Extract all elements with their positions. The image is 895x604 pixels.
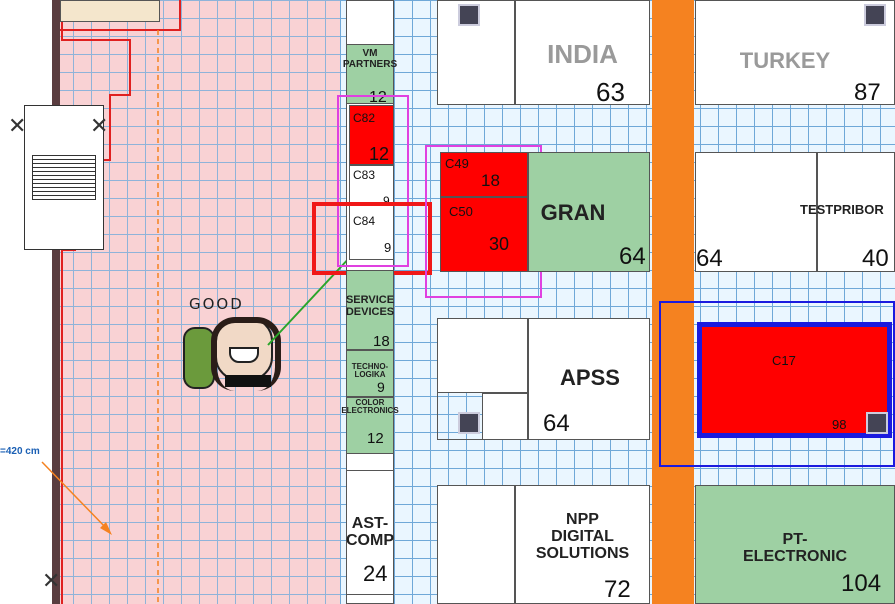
booth-gran[interactable]: GRAN 64 bbox=[528, 152, 650, 272]
booth-c17[interactable]: C17 98 bbox=[697, 322, 892, 438]
booth-india-name: INDIA bbox=[547, 39, 618, 69]
booth-color-electronics[interactable]: COLOR ELECTRONICS 12 bbox=[341, 397, 399, 454]
booth-color-electronics-name: COLOR ELECTRONICS bbox=[341, 398, 399, 416]
booth-vm-partners-size: 12 bbox=[369, 89, 387, 106]
stair-marker-top-right: ✕ bbox=[90, 113, 109, 138]
booth-ast-comp-name: AST- COMP bbox=[346, 515, 394, 549]
top-left-block bbox=[60, 0, 160, 22]
booth-india-size: 63 bbox=[596, 77, 625, 107]
booth-c49-code: C49 bbox=[445, 156, 469, 171]
booth-testpribor-size: 40 bbox=[862, 245, 889, 272]
booth-turkey-size: 87 bbox=[854, 79, 881, 106]
column-pillar-icon bbox=[458, 4, 480, 26]
booth-unnamed-64[interactable]: 64 bbox=[695, 152, 817, 272]
booth-service-devices-size: 18 bbox=[373, 333, 390, 350]
booth-npp[interactable]: NPP DIGITAL SOLUTIONS 72 bbox=[515, 485, 650, 604]
left-wall bbox=[0, 0, 55, 604]
booth-c82-code: C82 bbox=[353, 111, 376, 125]
booth-apss-size-display: 64 bbox=[543, 410, 570, 437]
frame-red-highlight bbox=[312, 202, 432, 275]
apss-inner-white bbox=[528, 318, 650, 440]
booth-c17-code: C17 bbox=[772, 353, 796, 368]
column-pillar-icon bbox=[458, 412, 480, 434]
sticker-body bbox=[225, 375, 271, 387]
booth-c50-code: C50 bbox=[449, 204, 473, 219]
booth-c83-code: C83 bbox=[353, 168, 376, 182]
booth-c50-size: 30 bbox=[489, 234, 510, 254]
booth-gran-name: GRAN bbox=[540, 200, 606, 225]
booth-lower-left-mid[interactable] bbox=[437, 485, 515, 604]
booth-testpribor-name: TESTPRIBOR bbox=[800, 202, 884, 217]
booth-service-devices-name: SERVICE DEVICES bbox=[345, 294, 395, 318]
booth-unnamed-64-size: 64 bbox=[696, 245, 723, 272]
apss-cutout bbox=[482, 393, 528, 440]
scale-note: =420 cm bbox=[0, 446, 40, 457]
booth-c17-size: 98 bbox=[832, 417, 847, 432]
booth-turkey-name: TURKEY bbox=[739, 48, 831, 73]
booth-c83[interactable]: C83 9 bbox=[349, 165, 394, 208]
sticker-hair bbox=[211, 317, 281, 391]
stair-icon bbox=[32, 155, 96, 200]
booth-ast-comp-size: 24 bbox=[363, 561, 388, 586]
booth-c83-size: 9 bbox=[383, 194, 390, 208]
sticker-text: GOOD bbox=[189, 295, 244, 313]
booth-vm-partners-name: VM PARTNERS bbox=[342, 48, 398, 70]
frame-blue-outer bbox=[659, 301, 895, 467]
booth-c84[interactable]: C84 9 bbox=[349, 205, 394, 260]
booth-gran-size: 64 bbox=[619, 243, 646, 270]
booth-technologika[interactable]: TECHNO- LOGIKA 9 bbox=[346, 350, 394, 397]
good-sticker: GOOD bbox=[175, 295, 281, 391]
pink-zone bbox=[55, 0, 340, 604]
booth-c84-code: C84 bbox=[353, 214, 376, 228]
booth-turkey[interactable]: TURKEY 87 bbox=[695, 0, 895, 106]
booth-c82[interactable]: C82 12 bbox=[349, 105, 394, 165]
apss-left-block bbox=[437, 318, 528, 393]
booth-color-electronics-size: 12 bbox=[367, 430, 384, 447]
booth-technologika-name: TECHNO- LOGIKA bbox=[351, 362, 389, 380]
column-pillar-icon bbox=[864, 4, 886, 26]
booth-pt-electronic[interactable]: PT- ELECTRONIC 104 bbox=[695, 485, 895, 604]
floor-marker-bottom: ✕ bbox=[42, 568, 61, 593]
booth-apss-name-display: APSS bbox=[560, 365, 620, 390]
booth-india[interactable]: INDIA 63 bbox=[515, 0, 650, 107]
wall-dark-band bbox=[52, 0, 60, 604]
booth-ast-comp[interactable]: AST- COMP 24 bbox=[346, 470, 394, 595]
booth-vm-partners[interactable]: VM PARTNERS 12 bbox=[343, 44, 397, 106]
booth-technologika-size: 9 bbox=[377, 379, 385, 395]
booth-pt-electronic-size: 104 bbox=[841, 570, 882, 597]
column-pillar-icon bbox=[866, 412, 888, 434]
booth-c84-size: 9 bbox=[384, 240, 392, 255]
sticker-mouth bbox=[229, 347, 259, 363]
booth-c82-size: 12 bbox=[369, 144, 390, 164]
stair-marker-top-left: ✕ bbox=[8, 113, 27, 138]
booth-c49-size: 18 bbox=[481, 171, 500, 190]
frame-magenta-small bbox=[337, 95, 409, 267]
booth-c50[interactable]: C50 30 bbox=[440, 197, 528, 272]
booth-testpribor[interactable]: TESTPRIBOR 40 bbox=[800, 152, 895, 272]
booth-npp-size: 72 bbox=[604, 576, 631, 603]
booth-service-devices[interactable]: SERVICE DEVICES 18 bbox=[346, 270, 394, 350]
booth-c49[interactable]: C49 18 bbox=[440, 152, 528, 197]
booth-pt-electronic-name: PT- ELECTRONIC bbox=[743, 531, 847, 565]
booth-npp-name: NPP DIGITAL SOLUTIONS bbox=[535, 511, 630, 562]
